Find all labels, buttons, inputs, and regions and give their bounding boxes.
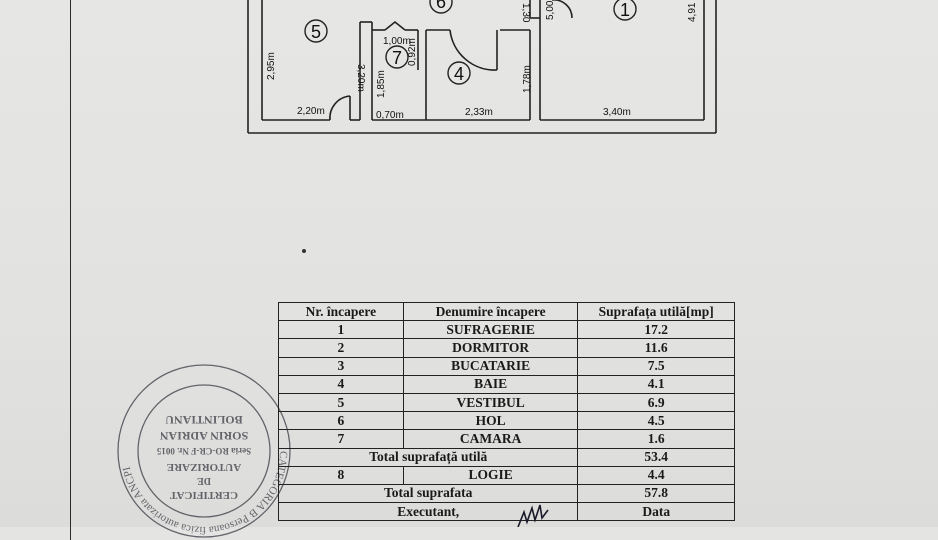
cell-name: BUCATARIE (402, 356, 579, 376)
table-row: 7 CAMARA 1.6 (278, 429, 735, 449)
logie-row: 8 LOGIE 4.4 (278, 465, 735, 485)
cell-nr: 1 (278, 320, 404, 340)
room-number-4: 4 (454, 64, 464, 84)
room-number-7: 7 (392, 48, 402, 68)
cell-name: VESTIBUL (402, 392, 579, 413)
logie-nr: 8 (278, 465, 404, 485)
cell-area: 17.2 (577, 320, 735, 340)
cell-nr: 5 (278, 392, 404, 413)
dim-living-height: 4,91 (687, 2, 698, 22)
logie-area: 4.4 (577, 465, 735, 485)
cell-nr: 6 (278, 411, 404, 431)
total-useful-row: Total suprafață utilă 53.4 (277, 447, 735, 467)
dim-living-width: 3,40m (603, 107, 631, 118)
table-row: 6 HOL 4.5 (278, 411, 735, 431)
cell-name: HOL (402, 411, 579, 431)
cell-area: 6.9 (577, 392, 735, 413)
stamp-line-autorizare: AUTORIZARE (167, 461, 241, 473)
dim-camara-height: 1,85m (376, 70, 387, 98)
table-row: 1 SUFRAGERIE 17.2 (278, 320, 735, 340)
dim-vestibul-depth: 3,20m (355, 64, 366, 92)
ink-dot (302, 249, 306, 253)
cell-area: 7.5 (577, 356, 735, 376)
cell-nr: 2 (278, 338, 404, 358)
total-label: Total suprafata (277, 483, 579, 504)
logie-name: LOGIE (402, 465, 579, 485)
dim-camara-side: 0,92m (407, 38, 418, 66)
cell-name: DORMITOR (402, 338, 579, 358)
total-value: 57.8 (577, 483, 735, 504)
date-label: Data (577, 502, 735, 522)
surveyor-stamp: CATEGORIA B Persoana fizica autorizata A… (117, 364, 291, 538)
cell-name: SUFRAGERIE (402, 320, 579, 340)
header-room-name: Denumire încapere (402, 301, 579, 322)
room-number-6: 6 (436, 0, 446, 12)
cell-name: BAIE (402, 374, 579, 394)
table-row: 4 BAIE 4.1 (278, 374, 735, 394)
cell-area: 1.6 (577, 429, 735, 449)
table-row: 2 DORMITOR 11.6 (278, 338, 735, 358)
stamp-line-certificat: CERTIFICAT (169, 489, 238, 501)
area-table: Nr. încapere Denumire încapere Suprafața… (277, 301, 735, 522)
total-useful-value: 53.4 (577, 447, 735, 467)
total-row: Total suprafata 57.8 (277, 483, 735, 504)
dim-hol-segment: 1,30 (520, 3, 531, 23)
dim-vestibul-width: 2,20m (297, 106, 325, 117)
floor-plan: 5 6 1 7 4 2,95m 3,20m 2,20m 1,00m 0,92m … (247, 0, 717, 134)
cell-nr: 7 (278, 429, 404, 449)
page-margin-line (70, 0, 938, 540)
header-useful-area: Suprafața utilă[mp] (577, 301, 735, 322)
cell-nr: 4 (278, 374, 404, 394)
room-number-1: 1 (620, 0, 630, 20)
dim-baie-height: 1,78m (522, 65, 533, 93)
cell-nr: 3 (278, 356, 404, 376)
dim-hol-length: 5,00 (545, 0, 556, 20)
total-useful-label: Total suprafață utilă (277, 447, 579, 467)
cell-name: CAMARA (402, 429, 579, 449)
room-number-5: 5 (311, 22, 321, 42)
stamp-line-surname: BOLINTIANU (165, 413, 243, 427)
table-row: 3 BUCATARIE 7.5 (278, 356, 735, 376)
stamp-line-serie: Seria RO-CR-F Nr. 0015 (156, 446, 251, 456)
dim-vestibul-height: 2,95m (266, 52, 277, 80)
stamp-line-name: SORIN ADRIAN (159, 429, 248, 443)
cell-area: 4.1 (577, 374, 735, 394)
header-room-nr: Nr. încapere (278, 301, 404, 322)
cell-area: 11.6 (577, 338, 735, 358)
dim-baie-width: 2,33m (465, 107, 493, 118)
stamp-line-de: DE (197, 475, 211, 486)
dim-camara-width: 1,00m (383, 36, 411, 47)
table-row: 5 VESTIBUL 6.9 (278, 392, 735, 413)
cell-area: 4.5 (577, 411, 735, 431)
executant-row: Executant, Data (277, 502, 735, 522)
executant-label: Executant, (277, 502, 579, 522)
handwritten-signature (517, 504, 549, 527)
dim-camara-bottom: 0,70m (376, 110, 404, 121)
table-header-row: Nr. încapere Denumire încapere Suprafața… (278, 301, 735, 322)
